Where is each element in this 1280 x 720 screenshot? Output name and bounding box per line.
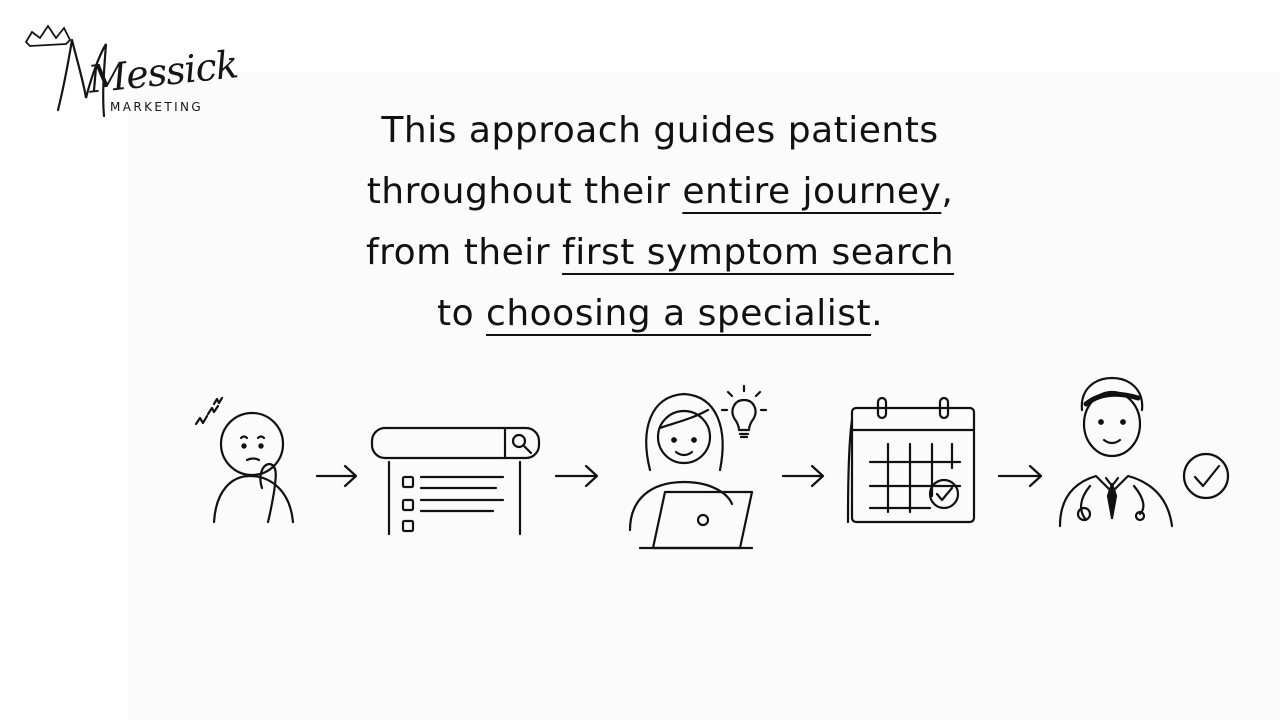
- headline-line-1: This approach guides patients: [381, 110, 939, 151]
- worried-person-icon: [194, 396, 295, 524]
- brand-logo: Messick MARKETING: [18, 14, 248, 124]
- doctor-approved-icon: [1058, 376, 1230, 528]
- highlight-choosing-specialist: choosing a specialist: [486, 293, 872, 334]
- headline: This approach guides patients throughout…: [300, 100, 1020, 344]
- headline-line-3: from their first symptom search: [365, 232, 955, 273]
- arrow-right-icon: [315, 464, 358, 488]
- content-panel: [128, 72, 1280, 720]
- highlight-entire-journey: entire journey: [682, 171, 942, 212]
- crown-icon: [24, 24, 108, 118]
- headline-line-4: to choosing a specialist.: [436, 293, 884, 334]
- search-results-icon: [370, 426, 541, 536]
- brand-subtitle: MARKETING: [110, 100, 204, 114]
- calendar-check-icon: [846, 396, 976, 524]
- arrow-right-icon: [554, 464, 599, 488]
- highlight-first-symptom-search: first symptom search: [562, 232, 955, 273]
- arrow-right-icon: [997, 464, 1043, 488]
- person-laptop-idea-icon: [628, 384, 768, 550]
- arrow-right-icon: [781, 464, 825, 488]
- headline-line-2: throughout their entire journey,: [366, 171, 954, 212]
